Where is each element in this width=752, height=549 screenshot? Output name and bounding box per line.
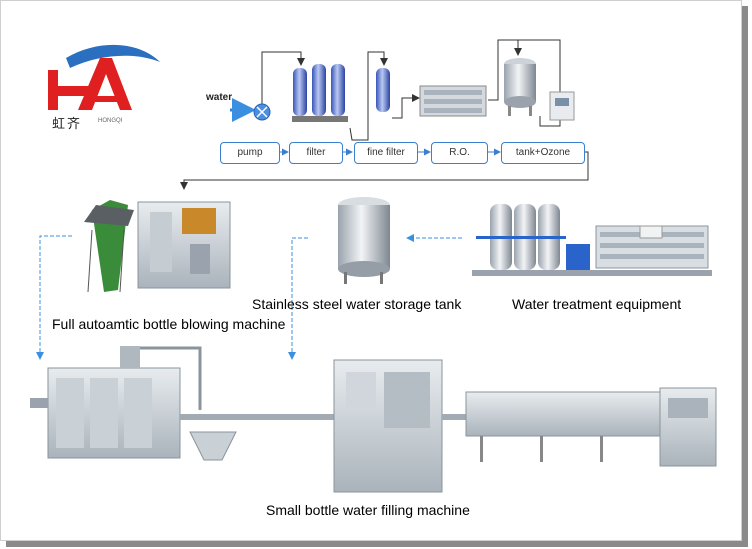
step-tank-ozone: tank+Ozone <box>501 142 585 164</box>
flow-arrows <box>36 234 462 360</box>
logo-chinese-text: 虹齐 <box>52 116 83 131</box>
process-lines <box>180 39 589 190</box>
blowing-machine-image <box>84 200 231 293</box>
water-treatment-image <box>472 204 712 276</box>
label-filling-machine: Small bottle water filling machine <box>266 502 470 518</box>
step-ro: R.O. <box>431 142 488 164</box>
ozone-tank <box>504 58 575 121</box>
water-source-label: water <box>206 92 233 103</box>
step-pump: pump <box>220 142 280 164</box>
label-water-treatment: Water treatment equipment <box>512 296 682 312</box>
storage-tank-image <box>338 197 390 284</box>
ro-unit <box>419 85 487 117</box>
step-fine-filter: fine filter <box>354 142 418 164</box>
label-storage-tank: Stainless steel water storage tank <box>252 296 462 312</box>
filling-line-image <box>30 346 717 493</box>
logo-subtext: HONGQI <box>98 118 123 124</box>
pump-symbol <box>253 103 271 121</box>
filter-tanks <box>292 64 390 122</box>
step-filter: filter <box>289 142 343 164</box>
label-blowing-machine: Full autoamtic bottle blowing machine <box>52 316 286 332</box>
company-logo <box>48 44 160 110</box>
